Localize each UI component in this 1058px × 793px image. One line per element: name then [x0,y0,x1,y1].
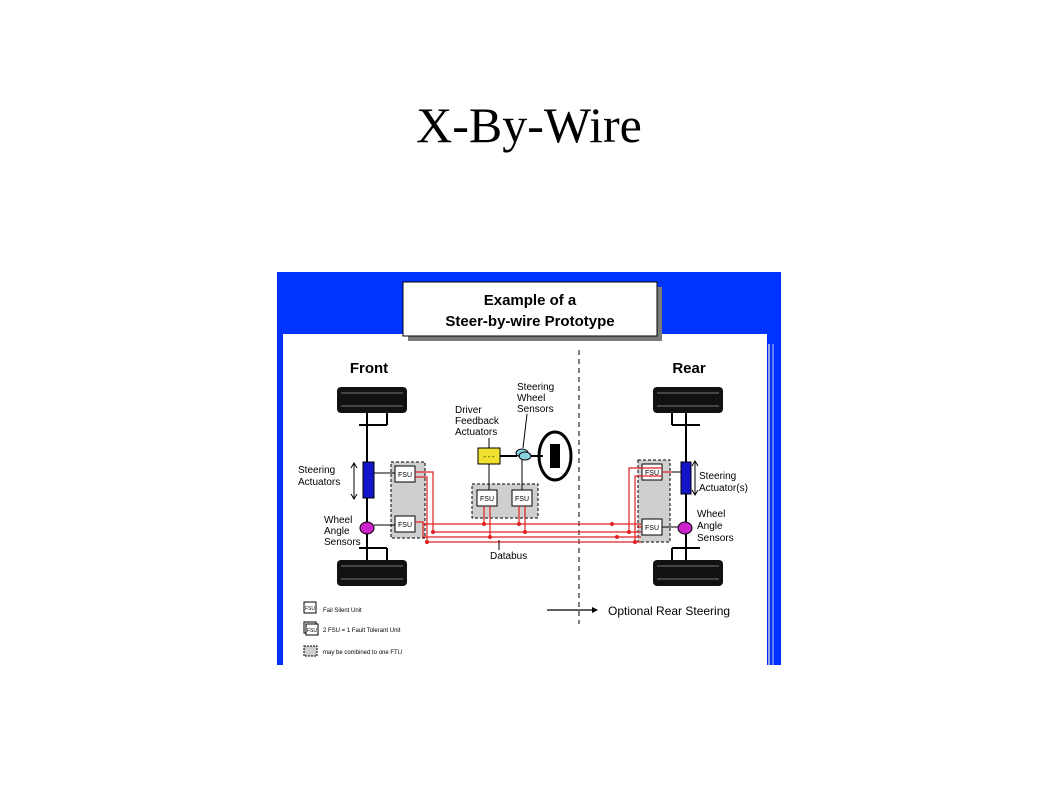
svg-text:FSU: FSU [307,628,317,634]
rear-bottom-wheel [653,560,723,586]
center-fsu-left-label: FSU [480,496,494,503]
front-fsu-bottom [394,515,416,533]
front-fsu-top-label: FSU [398,472,412,479]
steer-by-wire-diagram: Example of a Steer-by-wire Prototype Fro… [277,272,781,665]
steering-wheel [537,430,573,482]
front-steering-actuator [362,461,375,499]
front-bottom-wheel [337,560,407,586]
rear-wheel-angle-label-1: Wheel [697,509,725,520]
steering-wheel-sensors-label-2: Wheel [517,393,545,404]
front-fsu-top [394,465,416,483]
slide-title: X-By-Wire [416,97,642,153]
legend-fsu-symbol [303,601,317,614]
steering-wheel-sensor-2 [518,451,532,461]
legend-gray-text: may be combined to one FTU [323,650,402,656]
rear-label: Rear [672,360,706,377]
wheel-angle-label-3: Sensors [324,537,361,548]
svg-text:- - -: - - - [484,454,496,461]
wheel-angle-label-1: Wheel [324,515,352,526]
databus-label: Databus [490,551,527,562]
svg-text:FSU: FSU [305,606,315,612]
driver-feedback-label-3: Actuators [455,427,497,438]
databus-wires [415,467,672,543]
rear-top-wheel [653,387,723,413]
optional-rear-label: Optional Rear Steering [608,604,730,618]
front-fsu-bottom-label: FSU [398,522,412,529]
center-fsu-left [476,489,498,507]
rear-steering-actuator [680,461,692,495]
front-top-wheel [337,387,407,413]
legend-gray-symbol [303,645,318,657]
driver-feedback-label-1: Driver [455,405,482,416]
rear-wheel-angle-sensor [677,521,693,535]
wheel-angle-label-2: Angle [324,526,350,537]
steering-wheel-sensors-label-1: Steering [517,382,554,393]
rear-wheel-angle-label-3: Sensors [697,533,734,544]
steering-actuators-label-1: Steering [298,465,335,476]
header-line-1: Example of a [484,292,577,309]
front-label: Front [350,360,388,377]
steering-wheel-sensors-label-3: Sensors [517,404,554,415]
legend-ftu-text: 2 FSU = 1 Fault Tolerant Unit [323,628,401,634]
steering-actuators-label-2: Actuators [298,477,340,488]
legend-fsu-text: Fail Silent Unit [323,608,362,614]
rear-fsu-bottom-label: FSU [645,525,659,532]
header-box [402,281,658,337]
center-fsu-right-label: FSU [515,496,529,503]
databus-nodes [425,522,637,544]
front-wheel-angle-sensor [359,521,375,535]
rear-actuator-label-2: Actuator(s) [699,483,748,494]
header-line-2: Steer-by-wire Prototype [445,313,614,330]
rear-fsu-top-label: FSU [645,470,659,477]
driver-feedback-label-2: Feedback [455,416,500,427]
rear-wheel-angle-label-2: Angle [697,521,723,532]
rear-actuator-label-1: Steering [699,471,736,482]
